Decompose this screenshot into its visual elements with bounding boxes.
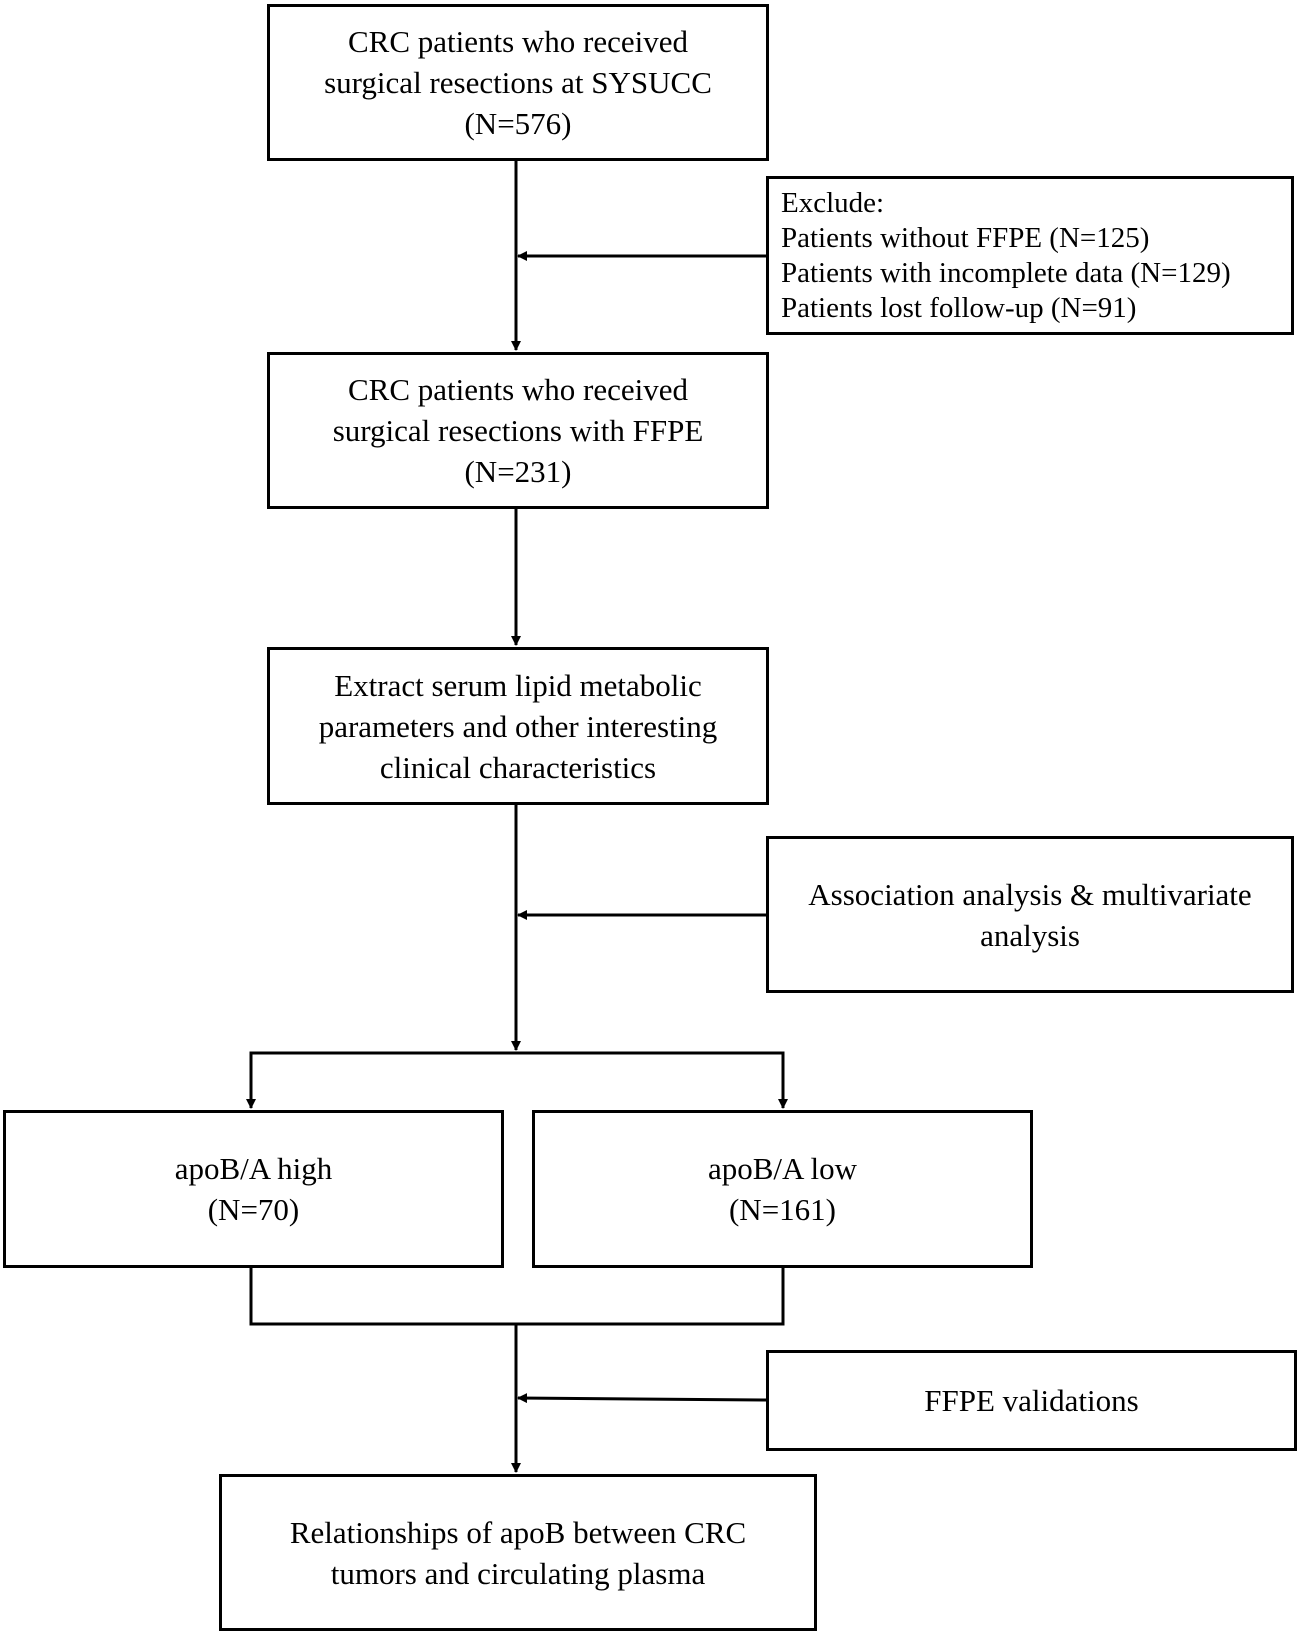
analysis-line-2: analysis [980,917,1080,953]
extract-line-3: clinical characteristics [379,749,657,785]
exclusion-item-lost-follow-up: Patients lost follow-up (N=91) [781,291,1137,324]
initial-cohort-box: CRC patients who received surgical resec… [267,4,769,161]
ffpe-cohort-box: CRC patients who received surgical resec… [267,352,769,509]
analysis-line-1: Association analysis & multivariate [808,876,1252,912]
validation-label: FFPE validations [924,1383,1139,1418]
apob-high-label: apoB/A high [174,1151,333,1186]
initial-cohort-line-1: CRC patients who received [347,24,689,59]
apob-low-label: apoB/A low [708,1151,857,1186]
exclusion-item-incomplete-data: Patients with incomplete data (N=129) [781,256,1231,289]
exclusion-heading: Exclude: [781,186,885,219]
relationships-line-1: Relationships of apoB between CRC [289,1514,747,1550]
arrow-validation-to-main [517,1393,768,1404]
apob-low-count: (N=161) [728,1192,837,1227]
apob-high-box: apoB/A high (N=70) [3,1110,504,1268]
relationships-box: Relationships of apoB between CRC tumors… [219,1474,817,1631]
apob-high-count: (N=70) [207,1192,300,1227]
exclusion-item-no-ffpe: Patients without FFPE (N=125) [781,221,1150,254]
initial-cohort-line-2: surgical resections at SYSUCC [324,65,712,100]
relationships-line-2: tumors and circulating plasma [330,1555,706,1591]
validation-box: FFPE validations [766,1350,1297,1451]
ffpe-cohort-count: (N=231) [464,454,572,489]
ffpe-cohort-line-2: surgical resections with FFPE [332,413,704,448]
extract-line-2: parameters and other interesting [318,708,718,744]
analysis-box: Association analysis & multivariate anal… [766,836,1294,993]
apob-low-box: apoB/A low (N=161) [532,1110,1033,1268]
split-bracket [249,1051,785,1094]
extract-line-1: Extract serum lipid metabolic [334,667,702,703]
merge-bracket [249,1268,785,1326]
ffpe-cohort-line-1: CRC patients who received [347,372,689,407]
exclusion-box: Exclude: Patients without FFPE (N=125) P… [766,176,1294,335]
extract-box: Extract serum lipid metabolic parameters… [267,647,769,805]
initial-cohort-count: (N=576) [464,106,572,141]
